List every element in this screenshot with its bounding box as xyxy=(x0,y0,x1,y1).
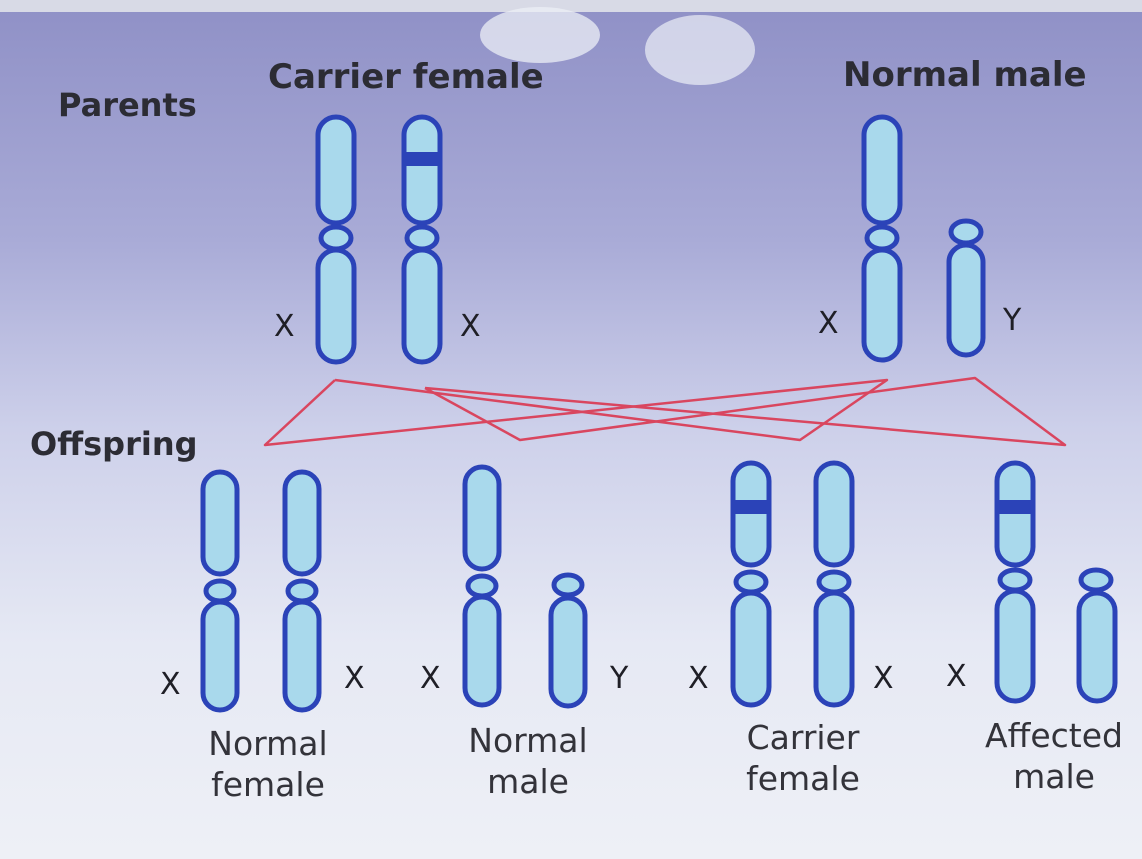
chromosome-y xyxy=(1079,570,1115,701)
chromosome-x xyxy=(864,117,900,360)
chromosome-x-mutant xyxy=(997,463,1033,701)
chromosome-x-mutant xyxy=(733,463,769,705)
letter-y: Y xyxy=(1002,303,1022,338)
caption-line: female xyxy=(211,765,325,804)
letter-x: X xyxy=(344,661,365,696)
caption-line: Carrier xyxy=(747,718,860,757)
letter-x: X xyxy=(274,309,295,344)
caption-line: male xyxy=(1013,757,1095,796)
letter-x: X xyxy=(420,661,441,696)
offspring-chromosomes xyxy=(203,463,1115,710)
parents-label: Parents xyxy=(58,86,197,124)
letter-x: X xyxy=(946,659,967,694)
chromosome-x xyxy=(203,472,237,710)
letter-x: X xyxy=(460,309,481,344)
caption-line: Normal xyxy=(468,721,587,760)
offspring-captions: Normal female Normal male Carrier female… xyxy=(208,716,1123,804)
chromosome-x xyxy=(465,467,499,705)
normal-male-label: Normal male xyxy=(843,55,1087,95)
letter-x: X xyxy=(818,306,839,341)
offspring-label: Offspring xyxy=(30,425,198,463)
carrier-female-label: Carrier female xyxy=(268,57,544,97)
caption-line: female xyxy=(746,759,860,798)
letter-x: X xyxy=(873,661,894,696)
glare-spot xyxy=(480,7,600,63)
caption-line: Normal xyxy=(208,724,327,763)
chromosome-x xyxy=(285,472,319,710)
inheritance-cross-lines xyxy=(265,378,1065,445)
chromosome-y xyxy=(949,221,983,355)
letter-x: X xyxy=(160,667,181,702)
chromosome-x xyxy=(816,463,852,705)
chromosome-x xyxy=(318,117,354,362)
caption-line: Affected xyxy=(985,716,1123,755)
chromosome-x-mutant xyxy=(404,117,440,362)
caption-line: male xyxy=(487,762,569,801)
letter-y: Y xyxy=(609,661,629,696)
screen-top-edge xyxy=(0,0,1142,12)
parent-chromosomes xyxy=(318,117,983,362)
chromosome-y xyxy=(551,575,585,706)
letter-x: X xyxy=(688,661,709,696)
glare-spot xyxy=(645,15,755,85)
